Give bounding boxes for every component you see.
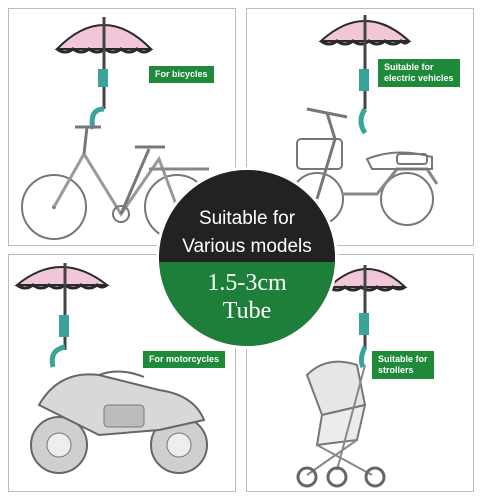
bicycle-label: For bicycles bbox=[149, 66, 214, 83]
center-badge: Suitable for Various models 1.5-3cm Tube bbox=[156, 167, 338, 349]
badge-line-2: Various models bbox=[182, 236, 312, 257]
badge-top-half bbox=[159, 170, 335, 262]
badge-line-3: 1.5-3cm bbox=[207, 270, 287, 296]
stroller-label: Suitable for strollers bbox=[372, 351, 434, 379]
panel-bicycle: For bicycles bbox=[8, 8, 236, 246]
badge-line-1: Suitable for bbox=[198, 208, 296, 229]
badge-line-4: Tube bbox=[222, 298, 272, 324]
stroller-umbrella-illustration bbox=[296, 265, 408, 488]
motorcycle-label: For motorcycles bbox=[143, 351, 226, 368]
motorcycle-umbrella-illustration bbox=[14, 263, 208, 474]
badge-bottom-half bbox=[159, 261, 335, 346]
electric-vehicle-label: Suitable for electric vehicles bbox=[378, 59, 460, 87]
